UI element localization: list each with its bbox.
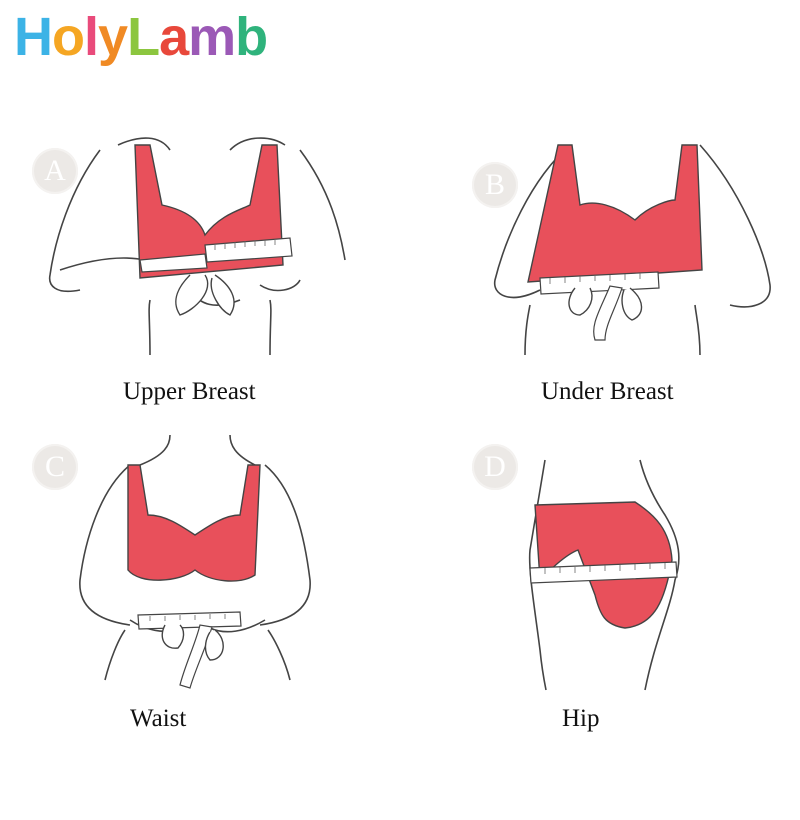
waist-illustration	[79, 434, 311, 689]
measuring-tape	[529, 561, 678, 584]
bra-shape	[527, 144, 703, 283]
caption-waist: Waist	[130, 705, 187, 732]
badge-d: D	[472, 444, 518, 490]
measuring-tape	[204, 237, 293, 263]
hip-illustration	[528, 459, 680, 691]
panel-hip: D Hip	[400, 420, 800, 820]
panel-waist: C Waist	[0, 420, 400, 820]
logo-letter: y	[98, 7, 128, 67]
badge-b: B	[472, 162, 518, 208]
logo-letter: L	[127, 7, 160, 67]
caption-under-breast: Under Breast	[541, 378, 674, 405]
measuring-tape	[137, 611, 242, 630]
caption-hip: Hip	[562, 705, 600, 732]
logo-letter: b	[235, 7, 268, 67]
caption-upper-breast: Upper Breast	[123, 378, 256, 405]
badge-c: C	[32, 444, 78, 490]
bra-shape	[127, 464, 261, 582]
under-breast-illustration	[493, 144, 771, 356]
holylamb-logo: HolyLamb	[14, 7, 268, 67]
logo-letter: H	[14, 7, 53, 67]
logo-letter: o	[52, 7, 85, 67]
panel-upper-breast: A Upper Breast	[0, 110, 400, 510]
panel-under-breast: B Under Breast	[400, 110, 800, 510]
upper-breast-illustration	[48, 137, 346, 356]
badge-a: A	[32, 148, 78, 194]
logo-letter: l	[84, 7, 99, 67]
logo-letter: m	[188, 7, 236, 67]
logo-letter: a	[159, 7, 189, 67]
